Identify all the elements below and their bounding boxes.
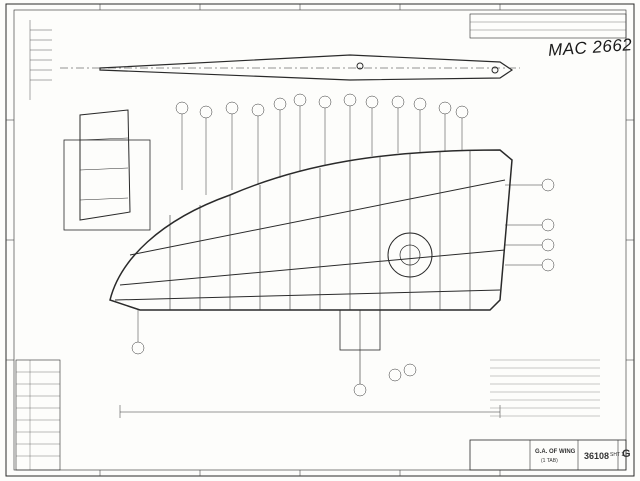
drawing-title: G.A. OF WING <box>535 449 576 455</box>
issue-letter: G <box>622 448 631 460</box>
drawing-number: 36108 <box>584 451 610 461</box>
drawing-subtitle: (1 TAB) <box>541 458 558 464</box>
sheet-number: SHT 1 <box>610 452 625 458</box>
